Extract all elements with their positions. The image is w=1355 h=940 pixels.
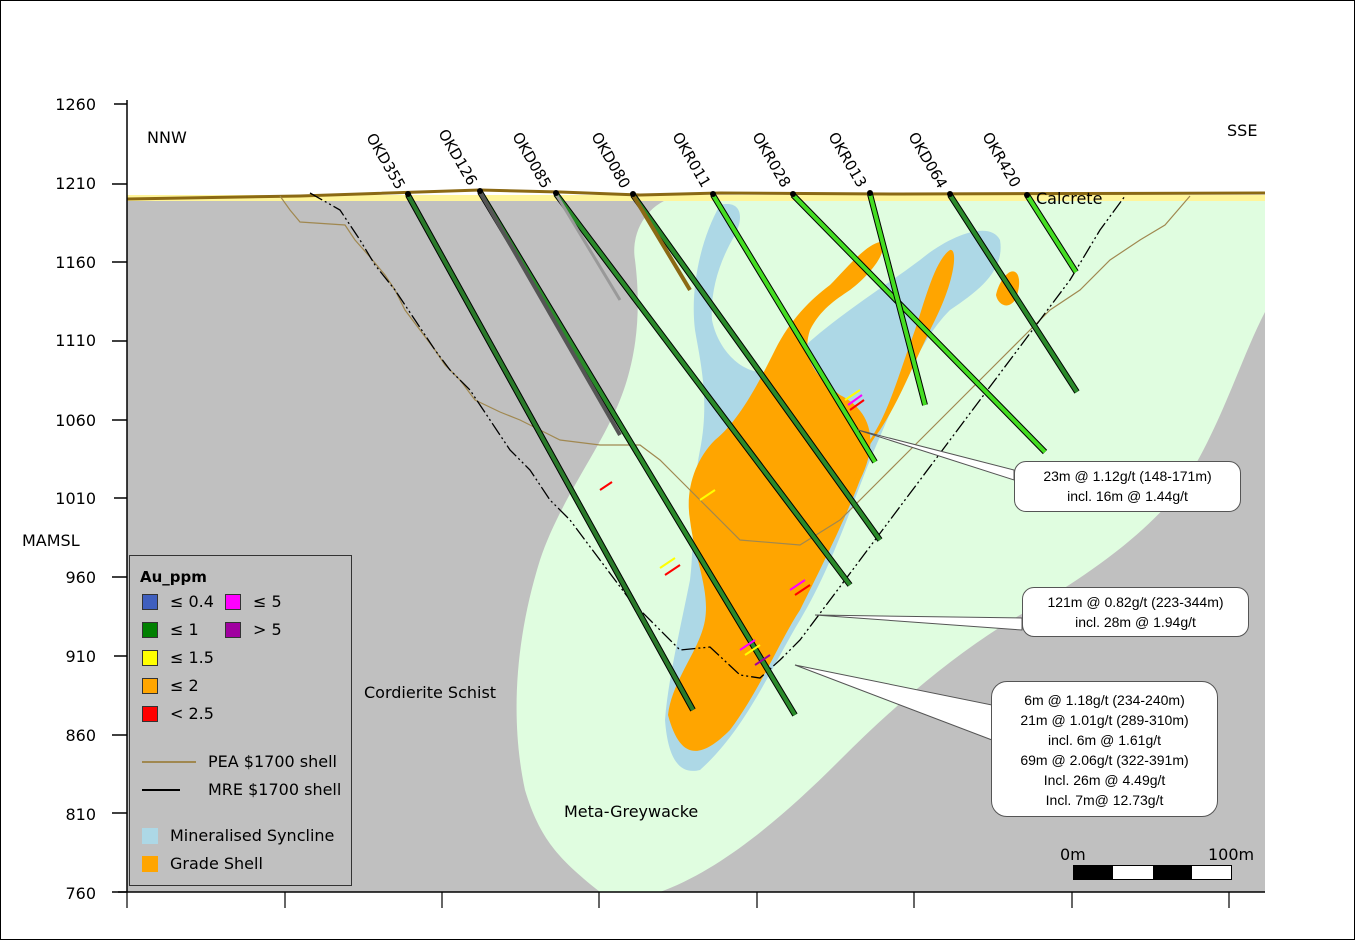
legend-label: Mineralised Syncline [170,826,335,845]
legend-label: ≤ 0.4 [170,592,214,611]
y-axis-unit: MAMSL [22,531,80,550]
grade-swatch-icon [225,621,241,638]
legend-item-grade: ≤ 0.4 [142,592,214,611]
legend-item-grade: > 5 [225,620,282,639]
legend-item-grade: ≤ 1.5 [142,648,214,667]
legend-label: ≤ 2 [170,676,199,695]
intercept-callout-2: 121m @ 0.82g/t (223-344m) incl. 28m @ 1.… [1022,587,1249,637]
callout-line: 21m @ 1.01g/t (289-310m) [1020,712,1189,728]
legend-item-grade: ≤ 2 [142,676,199,695]
legend: Au_ppm ≤ 0.4 ≤ 1 ≤ 1.5 ≤ 2 < 2.5 ≤ 5 > 5… [129,555,352,886]
cordierite-schist-label: Cordierite Schist [364,683,497,702]
legend-item-grade: ≤ 5 [225,592,282,611]
drillholes [405,190,1080,717]
mre-line-icon [142,788,196,791]
y-tick-label: 960 [65,568,96,587]
legend-label: ≤ 1 [170,620,199,639]
legend-label: ≤ 1.5 [170,648,214,667]
legend-title: Au_ppm [140,568,207,586]
intercept-callout-1: 23m @ 1.12g/t (148-171m) incl. 16m @ 1.4… [1014,461,1241,512]
legend-item-grade: ≤ 1 [142,620,199,639]
legend-item-pea-shell: PEA $1700 shell [142,752,337,771]
syncline-swatch-icon [142,827,158,844]
grade-swatch-icon [142,593,158,610]
y-tick-label: 1260 [55,95,96,114]
callout-line: 6m @ 1.18g/t (234-240m) [1024,692,1185,708]
y-tick-label: 760 [65,884,96,903]
grade-swatch-icon [225,593,241,610]
y-tick-label: 810 [65,805,96,824]
y-tick-label: 1060 [55,411,96,430]
direction-label-right: SSE [1227,121,1258,140]
callout-line: 121m @ 0.82g/t (223-344m) [1047,594,1224,610]
legend-item-syncline: Mineralised Syncline [142,826,334,845]
scale-start-label: 0m [1060,845,1086,864]
y-tick-label: 910 [65,647,96,666]
direction-label-left: NNW [147,128,187,147]
grade-shell-swatch-icon [142,855,158,872]
legend-label: MRE $1700 shell [208,780,342,799]
legend-label: < 2.5 [170,704,214,723]
y-tick-label: 1210 [55,174,96,193]
y-tick-label: 860 [65,726,96,745]
callout-line: 69m @ 2.06g/t (322-391m) [1020,752,1189,768]
pea-line-icon [142,760,196,763]
meta-greywacke-label: Meta-Greywacke [564,802,699,821]
scale-end-label: 100m [1208,845,1255,864]
legend-label: Grade Shell [170,854,263,873]
callout-line: incl. 28m @ 1.94g/t [1075,614,1196,630]
legend-label: ≤ 5 [253,592,282,611]
y-tick-label: 1160 [55,253,96,272]
y-tick-label: 1010 [55,489,96,508]
grade-swatch-icon [142,705,158,722]
callout-line: Incl. 26m @ 4.49g/t [1043,772,1166,788]
legend-item-mre-shell: MRE $1700 shell [142,780,341,799]
legend-label: > 5 [253,620,282,639]
legend-item-grade: < 2.5 [142,704,214,723]
intercept-callout-3: 6m @ 1.18g/t (234-240m) 21m @ 1.01g/t (2… [991,681,1218,817]
y-axis-ticks [112,103,127,893]
callout-line: Incl. 7m@ 12.73g/t [1045,792,1164,808]
scale-bar [1073,865,1232,880]
callout-line: incl. 6m @ 1.61g/t [1047,732,1162,748]
callout-line: 23m @ 1.12g/t (148-171m) [1043,468,1212,484]
legend-item-grade-shell: Grade Shell [142,854,263,873]
callout-line: incl. 16m @ 1.44g/t [1067,488,1188,504]
grade-swatch-icon [142,621,158,638]
y-tick-label: 1110 [55,331,96,350]
grade-swatch-icon [142,677,158,694]
calcrete-label: Calcrete [1036,189,1103,208]
legend-label: PEA $1700 shell [208,752,337,771]
grade-swatch-icon [142,649,158,666]
